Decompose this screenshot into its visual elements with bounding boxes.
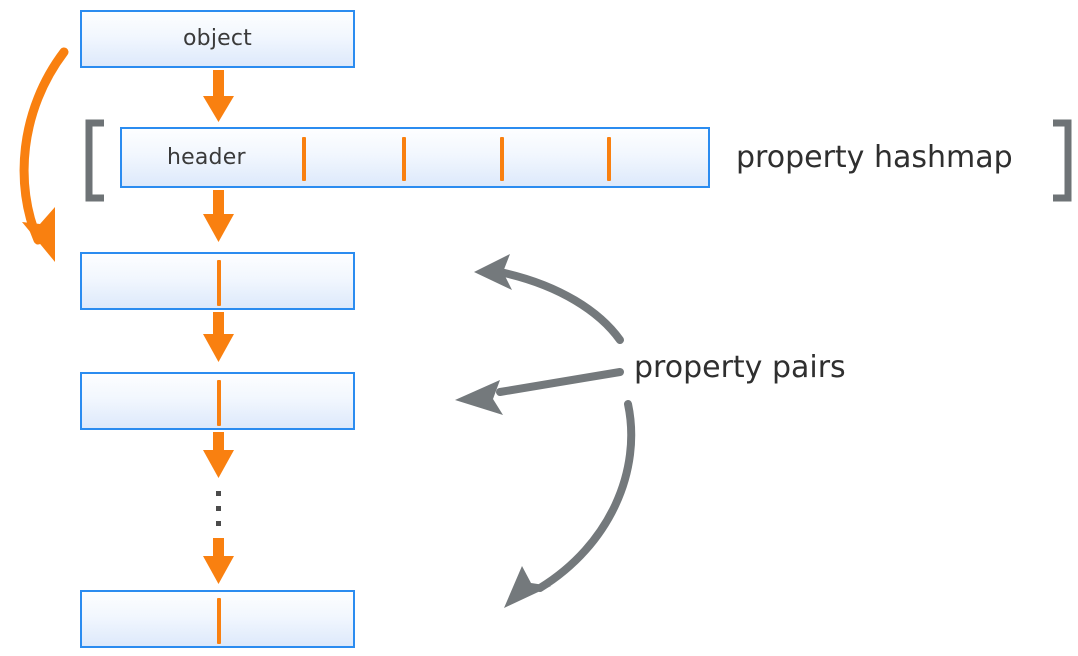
arrow-object-to-header: [203, 70, 234, 122]
property-pairs-caption: property pairs: [634, 350, 846, 385]
hashmap-slot-tick-2: [402, 137, 406, 181]
property-pair-divider-3: [217, 598, 221, 644]
arrow-ellipsis-to-pair-3: [203, 538, 234, 584]
bracket-right: [1053, 119, 1072, 202]
arrow-pair-2-to-ellipsis: [203, 432, 234, 478]
object-box[interactable]: object: [80, 10, 355, 68]
property-pairs-pointer-upper: [474, 254, 624, 344]
ellipsis-dot-1: [216, 491, 221, 496]
header-hashmap-box[interactable]: header: [120, 127, 710, 188]
property-pair-box-2[interactable]: [80, 372, 355, 430]
property-pair-divider-1: [217, 260, 221, 306]
hashmap-slot-tick-4: [607, 137, 611, 181]
bracket-left: [85, 119, 104, 202]
property-pair-box-1[interactable]: [80, 252, 355, 310]
object-box-label: object: [183, 26, 252, 51]
ellipsis-dot-3: [216, 521, 221, 526]
property-pairs-pointer-middle: [455, 368, 624, 415]
property-pairs-pointer-lower: [504, 400, 636, 608]
hashmap-slot-tick-1: [302, 137, 306, 181]
arrow-header-to-pair-1: [203, 190, 234, 242]
property-pair-box-3[interactable]: [80, 590, 355, 648]
property-pair-divider-2: [217, 380, 221, 426]
property-hashmap-caption: property hashmap: [736, 140, 1013, 175]
header-box-label: header: [167, 144, 246, 170]
object-to-pairs-curved-arrow: [19, 47, 69, 262]
ellipsis-dot-2: [216, 506, 221, 511]
hashmap-slot-tick-3: [500, 137, 504, 181]
arrow-pair-1-to-pair-2: [203, 312, 234, 362]
